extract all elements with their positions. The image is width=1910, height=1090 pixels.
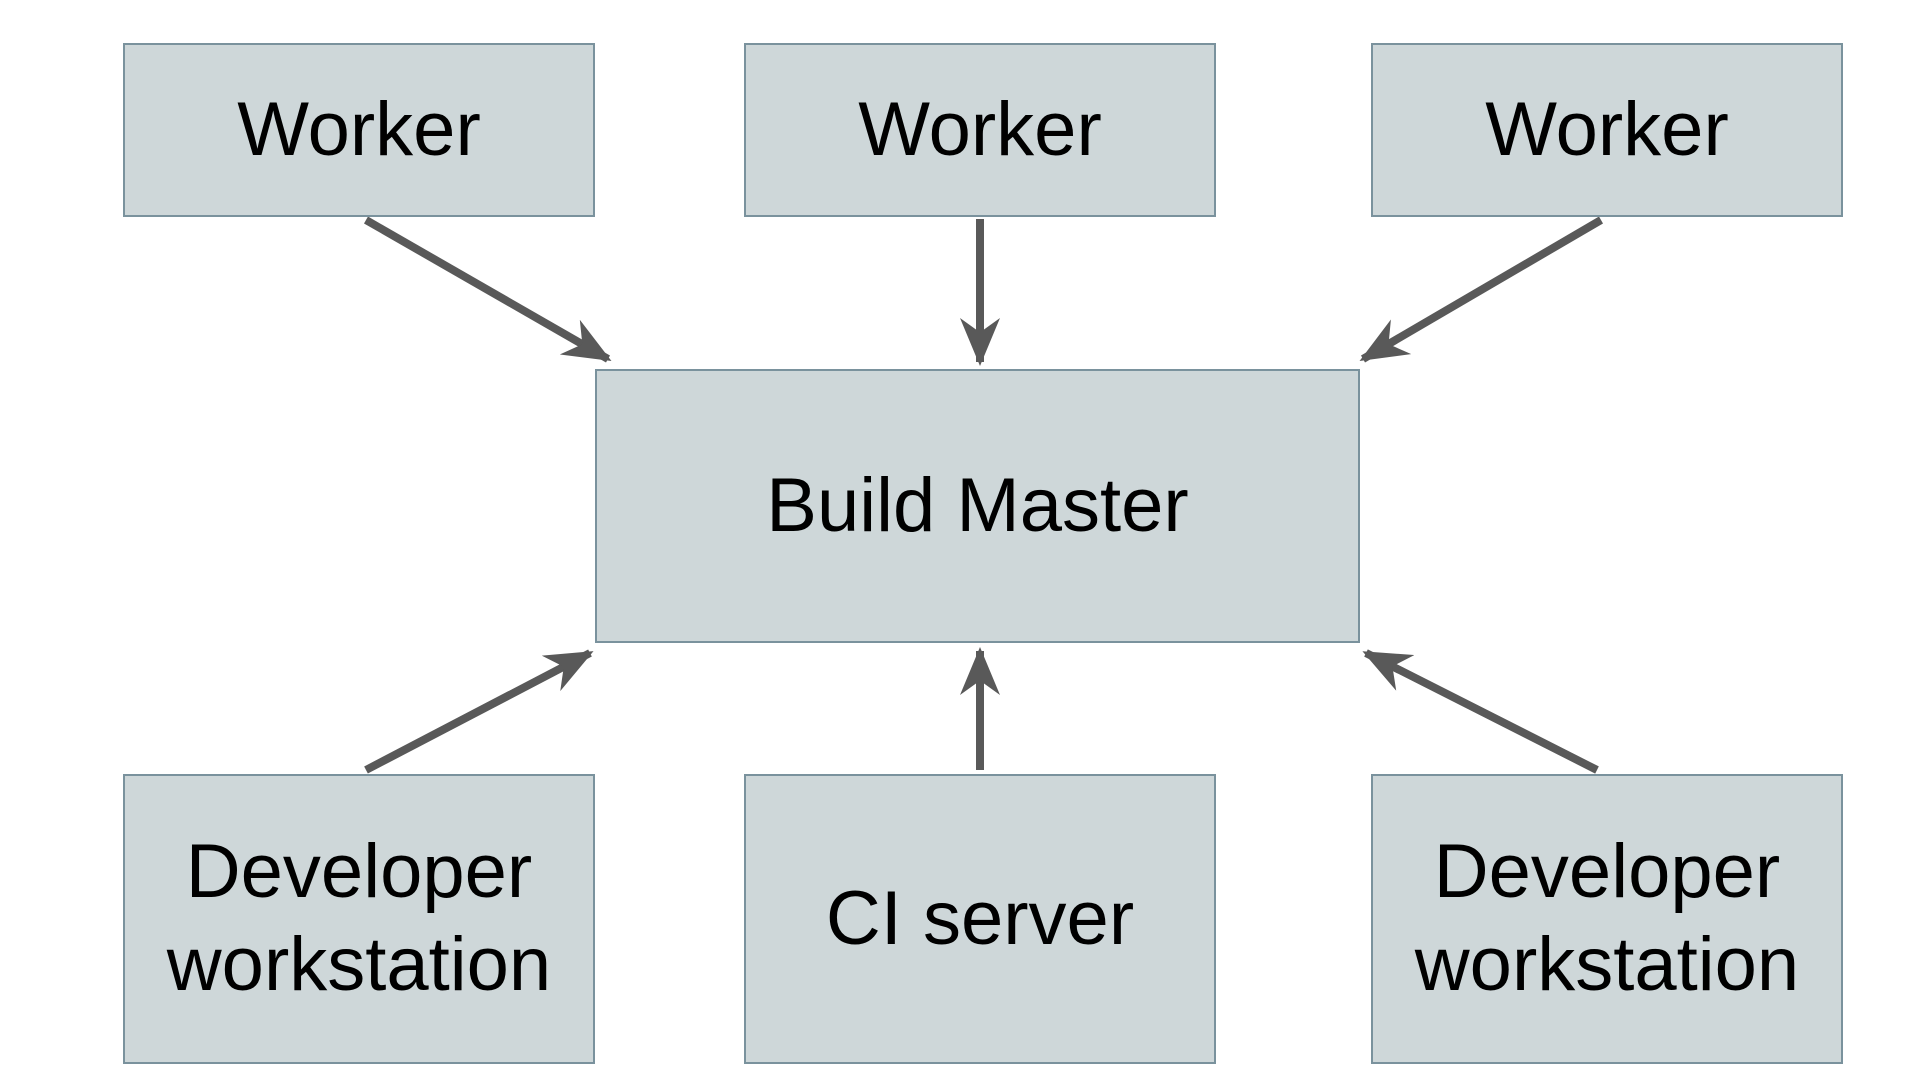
node-developer-workstation-1: Developer workstation	[123, 774, 595, 1064]
node-build-master: Build Master	[595, 369, 1360, 643]
node-worker-1: Worker	[123, 43, 595, 217]
arrow-developer-workstation-1-to-build-master	[364, 649, 594, 774]
node-developer-workstation-2-label: Developer workstation	[1414, 829, 1800, 1007]
node-worker-2: Worker	[744, 43, 1216, 217]
arrow-developer-workstation-2-to-build-master	[1362, 649, 1599, 774]
arrow-worker-1-to-build-master	[364, 216, 612, 363]
node-worker-3-label: Worker	[1485, 86, 1729, 172]
node-ci-server: CI server	[744, 774, 1216, 1064]
node-developer-workstation-2: Developer workstation	[1371, 774, 1843, 1064]
node-ci-server-label: CI server	[825, 875, 1135, 961]
node-worker-1-label: Worker	[237, 86, 481, 172]
node-worker-3: Worker	[1371, 43, 1843, 217]
arrow-worker-3-to-build-master	[1359, 216, 1604, 363]
node-build-master-label: Build Master	[766, 462, 1189, 548]
node-worker-2-label: Worker	[858, 86, 1102, 172]
node-developer-workstation-1-label: Developer workstation	[166, 829, 552, 1007]
